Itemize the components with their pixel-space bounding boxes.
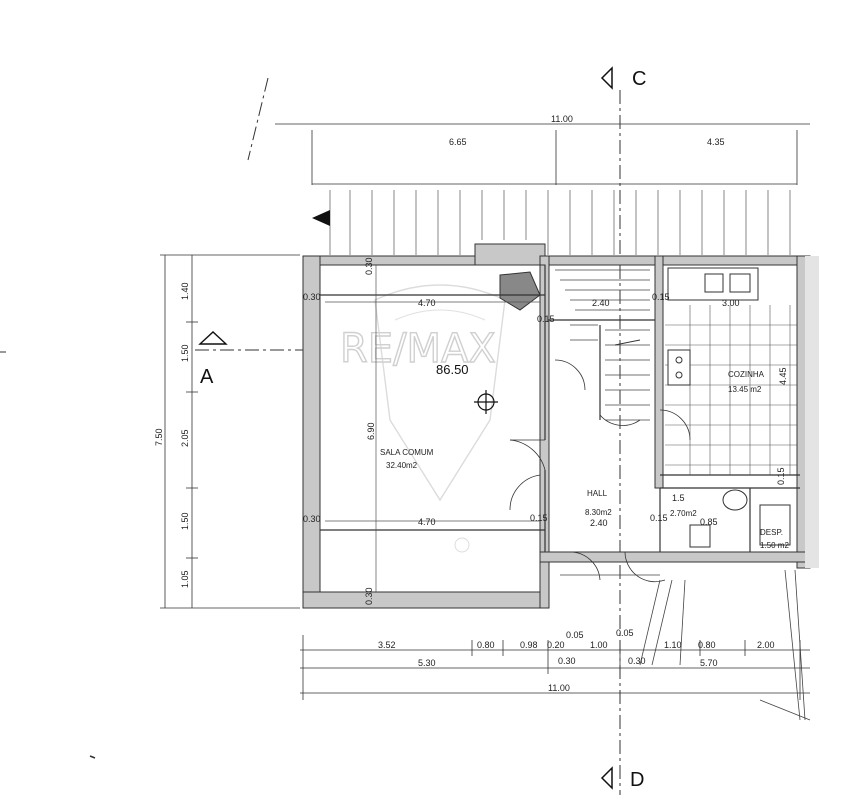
dim-top-right: 4.35 xyxy=(707,137,725,147)
dim-bottom-r2-2: 0.30 xyxy=(558,656,576,666)
dim-bottom-10: 2.00 xyxy=(757,640,775,650)
wc-area: 2.70m2 xyxy=(670,509,697,518)
kitchen-counter xyxy=(667,267,759,386)
dim-wall-015-a: 0.15 xyxy=(537,314,555,324)
dim-left-total: 7.50 xyxy=(154,428,164,446)
section-c-label: C xyxy=(632,68,646,90)
dim-bottom-7: 0.05 xyxy=(616,628,634,638)
dim-top-left: 6.65 xyxy=(449,137,467,147)
dim-sala-top: 4.70 xyxy=(418,298,436,308)
bathroom-fixtures xyxy=(689,489,791,548)
dim-bottom-1: 3.52 xyxy=(378,640,396,650)
dim-bottom-r2-1: 5.30 xyxy=(418,658,436,668)
elevation-label: 86.50 xyxy=(436,362,469,377)
dim-bottom-r2-3: 0.30 xyxy=(628,656,646,666)
dim-left-4: 1.50 xyxy=(180,512,190,530)
section-a-label: A xyxy=(200,366,214,388)
dim-sala-depth: 6.90 xyxy=(366,422,376,440)
dim-wc-left: 1.5 xyxy=(672,493,685,503)
dim-bottom-r2-4: 5.70 xyxy=(700,658,718,668)
dim-bottom-total: 11.00 xyxy=(548,683,570,693)
elevation-marker xyxy=(474,390,498,414)
bottom-dimensions xyxy=(300,635,810,700)
dim-left-2: 1.50 xyxy=(180,344,190,362)
dim-wall-bottom: 0.30 xyxy=(364,587,374,605)
dim-left-1: 1.40 xyxy=(180,282,190,300)
dim-left-5: 1.05 xyxy=(180,570,190,588)
section-d-label: D xyxy=(630,769,644,791)
interior-dimension-lines xyxy=(325,265,540,592)
entrance-arrow-icon xyxy=(312,210,330,226)
site-line xyxy=(247,77,269,161)
dim-bottom-2: 0.80 xyxy=(477,640,495,650)
dim-wall-015-d: 0.15 xyxy=(650,513,668,523)
stair-arrow-icon xyxy=(614,339,641,346)
section-a-marker xyxy=(198,331,228,345)
doors xyxy=(509,359,691,583)
dim-sala-bottom: 4.70 xyxy=(418,517,436,527)
dim-bottom-6: 1.00 xyxy=(590,640,608,650)
staircase xyxy=(555,269,650,421)
left-dimensions xyxy=(160,254,300,609)
desp-area: 1.50 m2 xyxy=(760,541,789,550)
watermark: RE/MAX xyxy=(339,284,506,553)
hall-name: HALL xyxy=(587,489,608,498)
dim-hall-width: 2.40 xyxy=(590,518,608,528)
dim-wall-left-lower: 0.30 xyxy=(303,514,321,524)
margin-mark xyxy=(89,755,96,759)
kitchen-tiles xyxy=(665,305,797,475)
dim-kitchen-counter: 3.00 xyxy=(722,298,740,308)
dim-bottom-8: 1.10 xyxy=(664,640,682,650)
dim-wall-015-c: 0.15 xyxy=(530,513,548,523)
dim-desp-side: 0.15 xyxy=(776,467,786,485)
sala-name: SALA COMUM xyxy=(380,448,434,457)
dim-bottom-5: 0.05 xyxy=(566,630,584,640)
dim-bottom-4: 0.20 xyxy=(547,640,565,650)
section-c-marker xyxy=(600,66,613,90)
dim-bottom-9: 0.80 xyxy=(698,640,716,650)
dim-stair: 2.40 xyxy=(592,298,610,308)
cozinha-name: COZINHA xyxy=(728,370,765,379)
dim-kitchen-depth: 4.45 xyxy=(778,367,788,385)
desp-name: DESP. xyxy=(760,528,783,537)
bottom-row1-labels: 3.52 0.80 0.98 0.20 0.05 1.00 0.05 1.10 … xyxy=(378,628,775,650)
dim-wall-top: 0.30 xyxy=(364,257,374,275)
terrace-lines xyxy=(329,190,791,255)
interior-walls xyxy=(320,265,800,552)
cozinha-area: 13.45 m2 xyxy=(728,385,762,394)
section-d-marker xyxy=(600,766,613,790)
dim-wc-width: 0.85 xyxy=(700,517,718,527)
dim-wall-015-b: 0.15 xyxy=(652,292,670,302)
sala-area: 32.40m2 xyxy=(386,461,418,470)
watermark-text: RE/MAX xyxy=(340,326,496,372)
hall-area: 8.30m2 xyxy=(585,508,612,517)
top-dimensions xyxy=(275,123,810,185)
bottom-row2-labels: 5.30 0.30 0.30 5.70 xyxy=(418,656,718,668)
dim-top-total: 11.00 xyxy=(551,114,573,124)
dim-wall-tl: 0.30 xyxy=(303,292,321,302)
dim-left-3: 2.05 xyxy=(180,429,190,447)
dim-bottom-3: 0.98 xyxy=(520,640,538,650)
